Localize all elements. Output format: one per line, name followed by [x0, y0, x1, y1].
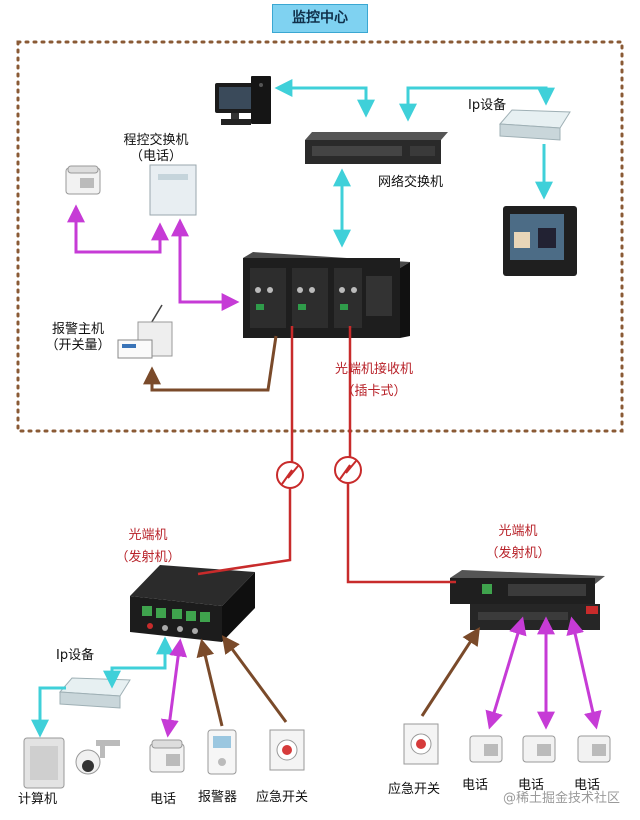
emergency-right-label: 应急开关 — [388, 782, 441, 797]
ip-device-bottom-icon — [58, 677, 131, 709]
fiber-connector-icon — [276, 461, 304, 489]
phone-line — [566, 616, 602, 730]
phone-line — [171, 218, 240, 311]
ethernet-link — [274, 79, 375, 118]
switch-signal-link — [196, 638, 224, 727]
alarm-detector-icon — [207, 729, 237, 775]
emergency-left-label: 应急开关 — [256, 790, 309, 805]
network-switch-icon — [305, 132, 448, 164]
monitoring-center-title: 监控中心 — [272, 4, 368, 33]
watermark: @稀土掘金技术社区 — [502, 791, 620, 806]
dome-camera-icon — [75, 740, 120, 775]
telephone-icon — [149, 739, 185, 773]
emergency-button-icon — [269, 729, 305, 771]
pbx-label-line2: （电话） — [129, 149, 182, 164]
desktop-computer-icon — [215, 76, 271, 125]
pbx-label: 程控交换机 （电话） — [104, 133, 208, 165]
monitoring-center-boundary — [16, 40, 624, 433]
computer-tower-icon — [23, 737, 65, 789]
receiver-label-line1: 光端机接收机 — [334, 362, 413, 377]
tx-left-label-line1: 光端机 — [128, 528, 168, 543]
optical-transmitter-right-icon — [450, 570, 605, 630]
pbx-label-line1: 程控交换机 — [123, 133, 189, 148]
ethernet-link — [103, 636, 174, 689]
alarm-host-label-line1: 报警主机 — [51, 322, 104, 337]
ip-device-top-icon — [498, 109, 571, 141]
alarm-device-label: 报警器 — [198, 790, 238, 805]
pbx-box-icon — [149, 164, 197, 216]
optical-transmitter-left-icon — [130, 565, 255, 642]
alarm-host-icon — [117, 304, 173, 359]
tx-right-label-line1: 光端机 — [498, 524, 538, 539]
tx-left-label-line2: （发射机） — [115, 550, 181, 565]
tx-left-label: 光端机 （发射机） — [100, 528, 196, 566]
receiver-label-line2: （插卡式） — [341, 384, 407, 399]
alarm-host-label: 报警主机 （开关量） — [36, 322, 120, 354]
phone-line — [485, 616, 527, 730]
emergency-button-icon — [403, 723, 439, 765]
fiber-link — [346, 483, 456, 584]
tx-right-label: 光端机 （发射机） — [470, 524, 566, 562]
telephone-icon — [469, 735, 503, 763]
ip-device-bottom-label: Ip设备 — [56, 648, 95, 663]
alarm-host-label-line2: （开关量） — [45, 338, 111, 353]
phone-line — [160, 638, 188, 738]
phone-r1-label: 电话 — [462, 778, 489, 793]
telephone-icon — [577, 735, 611, 763]
phone-r2-label: 电话 — [518, 778, 545, 793]
tx-right-label-line2: （发射机） — [485, 546, 551, 561]
telephone-icon — [65, 165, 101, 195]
monitor-icon — [503, 206, 577, 276]
switch-signal-link — [143, 335, 278, 392]
receiver-label: 光端机接收机 （插卡式） — [318, 362, 430, 400]
phone-left-label: 电话 — [150, 792, 177, 807]
fiber-link — [197, 488, 292, 576]
fiber-connector-icon — [334, 456, 362, 484]
ethernet-link — [31, 686, 66, 738]
switch-signal-link — [420, 626, 480, 717]
computer-label: 计算机 — [18, 792, 58, 807]
ip-device-top-label: Ip设备 — [468, 98, 507, 113]
phone-line — [67, 204, 169, 254]
ethernet-link — [399, 86, 555, 122]
optical-receiver-rack-icon — [243, 252, 410, 338]
network-switch-label: 网络交换机 — [378, 175, 444, 190]
telephone-icon — [522, 735, 556, 763]
phone-r3-label: 电话 — [574, 778, 601, 793]
switch-signal-link — [221, 635, 288, 723]
